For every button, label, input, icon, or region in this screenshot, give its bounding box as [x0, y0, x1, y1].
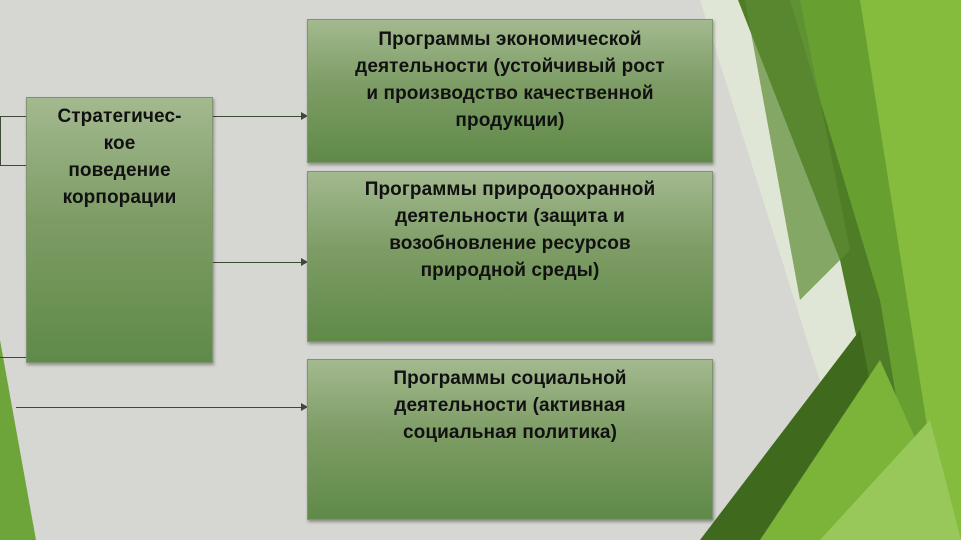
social-programs-label: Программы социальной деятельности (актив… [393, 368, 627, 443]
strategic-behavior-box: Стратегичес- кое поведение корпорации [26, 97, 213, 363]
connector-left-vertical [0, 116, 1, 165]
environmental-programs-box: Программы природоохранной деятельности (… [307, 171, 713, 342]
social-programs-box: Программы социальной деятельности (актив… [307, 359, 713, 520]
economic-programs-label: Программы экономической деятельности (ус… [355, 29, 665, 131]
environmental-programs-label: Программы природоохранной деятельности (… [364, 179, 656, 281]
arrowhead-top [301, 112, 308, 120]
connector-bottom-stub [0, 357, 26, 358]
arrowhead-bottom [301, 403, 308, 411]
connector-bottom-horizontal [16, 407, 302, 408]
arrowhead-middle [301, 258, 308, 266]
economic-programs-box: Программы экономической деятельности (ус… [307, 19, 713, 163]
connector-middle-horizontal [213, 262, 302, 263]
strategic-behavior-label: Стратегичес- кое поведение корпорации [57, 106, 182, 208]
connector-left-bottom [0, 165, 26, 166]
